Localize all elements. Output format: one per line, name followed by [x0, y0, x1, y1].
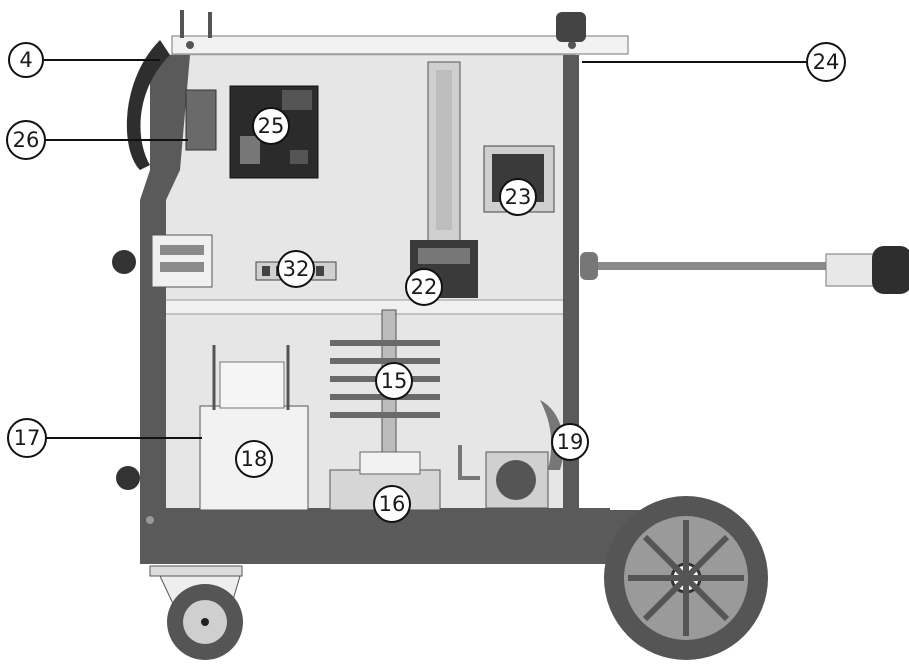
callout-17-label: 17 [14, 426, 41, 450]
callout-24-label: 24 [813, 50, 840, 74]
front-control-module [185, 89, 217, 151]
callout-26: 26 [6, 120, 46, 160]
callout-32: 32 [277, 250, 315, 288]
divider-shelf [159, 299, 571, 315]
front-caster [149, 565, 243, 660]
callout-15-label: 15 [381, 369, 408, 393]
callout-23: 23 [499, 178, 537, 216]
callout-26-label: 26 [13, 128, 40, 152]
callout-18: 18 [235, 440, 273, 478]
front-connector [112, 234, 213, 288]
callout-22-label: 22 [411, 275, 438, 299]
vertical-rail-assembly [410, 61, 478, 298]
power-cable [580, 246, 909, 294]
front-socket [116, 466, 140, 490]
callout-15: 15 [375, 362, 413, 400]
callout-32-label: 32 [283, 257, 310, 281]
control-pcb [229, 85, 319, 179]
callout-25: 25 [252, 107, 290, 145]
callout-16: 16 [373, 485, 411, 523]
front-handle [126, 40, 170, 170]
callout-25-label: 25 [258, 114, 285, 138]
rear-wheel [604, 496, 768, 660]
cooling-fan [485, 400, 564, 509]
callout-17: 17 [7, 418, 47, 458]
callout-23-label: 23 [505, 185, 532, 209]
callout-19-label: 19 [557, 430, 584, 454]
callout-24: 24 [806, 42, 846, 82]
callout-4-label: 4 [19, 48, 32, 72]
callout-19: 19 [551, 423, 589, 461]
callout-16-label: 16 [379, 492, 406, 516]
callout-4: 4 [8, 42, 44, 78]
callout-22: 22 [405, 268, 443, 306]
leader-lines [44, 59, 806, 439]
callout-18-label: 18 [241, 447, 268, 471]
